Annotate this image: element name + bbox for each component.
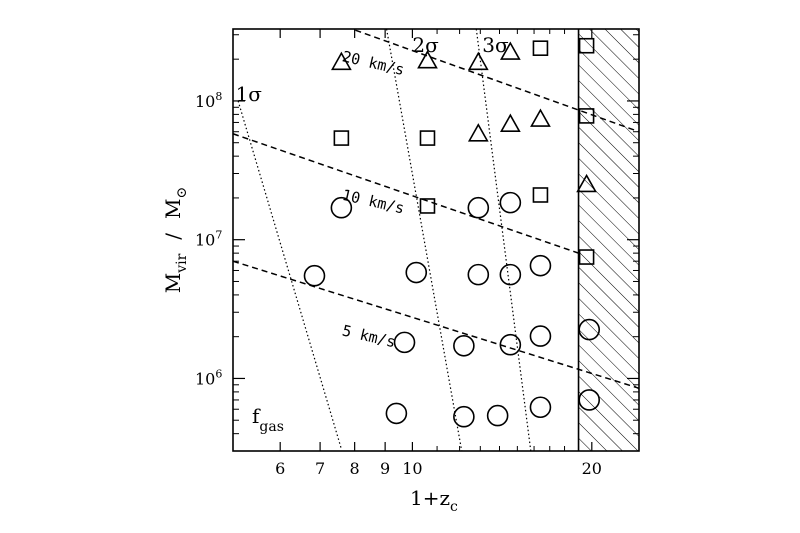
circle-marker-14 [529,325,552,347]
circle-marker-8 [467,196,490,219]
x-tick-label-5: 20 [582,459,602,478]
fgas-label-sub: gas [259,419,284,435]
circle-marker-9 [486,404,509,427]
circle-marker-2 [385,402,408,425]
x-axis-title: 1+zc [410,486,458,515]
circle-marker-10 [499,263,522,286]
sigma-line-1 [385,29,463,451]
circle-marker-17 [578,389,601,411]
triangle-marker-2 [467,51,489,71]
velocity-line-2 [233,260,639,389]
plot-frame [232,28,640,452]
square-marker-5 [578,37,595,54]
x-axis-title-sub: c [450,499,458,515]
x-axis-title-main: 1+z [410,486,450,510]
circle-marker-7 [467,263,490,286]
square-marker-1 [419,130,436,146]
triangle-marker-6 [530,108,551,127]
y-tick-label-1: 107 [195,229,222,250]
square-marker-6 [578,108,595,124]
triangle-marker-1 [417,50,438,69]
sigma-line-0 [237,100,342,450]
square-marker-7 [578,249,595,265]
square-marker-0 [333,130,350,146]
axis-ticks-layer: 6 7 8 9 10 20 106 107 108 [195,29,639,478]
circle-marker-12 [499,191,522,214]
x-tick-label-1: 7 [315,459,325,478]
sigma-line-label-1: 2σ [412,33,439,57]
y-axis-title: Mvir/M⊙ [161,187,190,294]
circle-marker-5 [453,334,475,357]
triangle-marker-4 [499,41,521,60]
y-axis-title-unit: M [161,198,185,218]
data-points-layer [303,37,601,428]
circle-marker-0 [303,264,326,287]
y-axis-title-sub: vir [174,253,190,273]
circle-marker-6 [453,405,475,428]
y-axis-title-main: M [161,273,185,293]
y-axis-title-sep: / [161,233,185,240]
triangle-marker-3 [467,123,489,142]
circle-marker-15 [529,396,552,419]
x-tick-label-2: 8 [350,459,360,478]
square-marker-4 [532,40,549,56]
triangle-marker-5 [499,113,521,132]
velocity-line-1 [233,133,579,254]
square-marker-3 [532,187,549,203]
circle-marker-3 [405,261,428,284]
sigma-line-label-2: 3σ [482,33,509,57]
circle-marker-16 [578,318,601,341]
velocity-line-label-0: 20 km/s [340,47,406,79]
velocity-line-label-2: 5 km/s [340,322,397,352]
circle-marker-13 [529,254,552,277]
circle-marker-1 [330,196,353,219]
y-tick-label-2: 108 [195,90,222,111]
triangle-marker-7 [576,173,597,193]
x-tick-label-4: 10 [402,459,422,478]
y-axis-title-unit-symbol: ⊙ [174,187,190,199]
velocity-line-0 [349,29,639,133]
x-tick-label-3: 9 [380,459,390,478]
fgas-label-main: f [252,404,261,428]
y-tick-label-0: 106 [195,367,222,388]
x-tick-label-0: 6 [275,459,285,478]
sigma-line-label-0: 1σ [236,82,263,106]
sigma-line-2 [475,29,532,451]
triangle-marker-0 [331,51,352,71]
circle-marker-11 [499,333,522,356]
reference-lines-layer [233,29,639,451]
fgas-label: fgas [252,404,284,435]
circle-marker-4 [393,331,416,354]
square-marker-2 [419,198,436,214]
